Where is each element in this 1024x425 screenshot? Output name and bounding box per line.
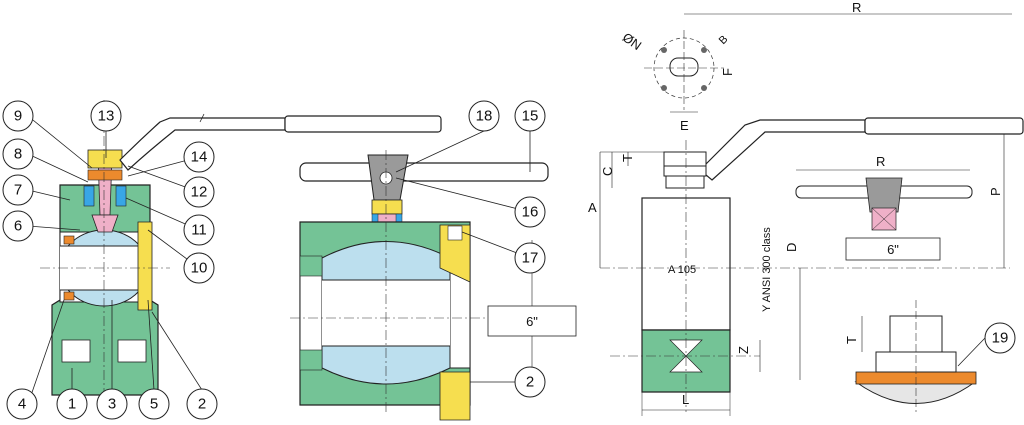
middle-size-label: 6" <box>526 314 538 329</box>
svg-text:10: 10 <box>191 260 208 277</box>
left-end-connector <box>137 221 153 311</box>
dim-C: C <box>600 167 615 176</box>
callout-12: 12 <box>183 176 215 208</box>
middle-size-box <box>487 305 577 337</box>
svg-text:16: 16 <box>522 204 539 221</box>
dim-B: B <box>717 33 731 47</box>
svg-text:8: 8 <box>14 146 22 163</box>
svg-text:17: 17 <box>522 250 539 267</box>
dim-T-left: T <box>620 154 635 162</box>
dim-T-bottom: T <box>844 336 859 344</box>
svg-text:19: 19 <box>992 330 1009 347</box>
dim-R-mid: R <box>876 154 885 169</box>
dim-D: D <box>784 243 799 252</box>
right-size-box <box>845 237 941 261</box>
svg-text:6: 6 <box>14 218 22 235</box>
callout-2-middle: 2 <box>514 366 546 398</box>
svg-text:7: 7 <box>14 182 22 199</box>
callout-14: 14 <box>183 141 215 173</box>
body-mark: A 105 <box>668 264 696 276</box>
left-nut <box>87 149 123 169</box>
right-handle-lever <box>699 119 866 181</box>
leader-lines <box>27 113 986 405</box>
right-exterior-view: ØN B F E R A 105 A C T Y ANSI 300 class … <box>588 0 1024 416</box>
left-seat-bottom <box>63 291 75 301</box>
middle-t-handle <box>299 162 549 182</box>
svg-text:12: 12 <box>191 184 208 201</box>
middle-section-view: 6" <box>290 150 577 421</box>
callout-17: 17 <box>514 242 546 274</box>
svg-text:5: 5 <box>150 396 158 413</box>
dim-N: ØN <box>620 30 645 53</box>
svg-text:2: 2 <box>526 374 534 391</box>
callout-10: 10 <box>183 252 215 284</box>
callout-4: 4 <box>6 388 38 420</box>
dim-A: A <box>588 200 597 215</box>
svg-text:9: 9 <box>14 108 22 125</box>
svg-text:3: 3 <box>108 396 116 413</box>
callout-16: 16 <box>514 196 546 228</box>
dim-E: E <box>680 118 689 133</box>
dim-Z: Z <box>736 346 751 354</box>
dim-R-top: R <box>852 0 861 15</box>
callout-bubbles: 9 8 7 6 13 14 12 11 10 4 1 3 5 2 18 15 1… <box>2 100 1016 420</box>
svg-text:2: 2 <box>198 396 206 413</box>
svg-text:15: 15 <box>522 108 539 125</box>
callout-2: 2 <box>186 388 218 420</box>
side-mark: Y ANSI 300 class <box>761 227 773 312</box>
callout-8: 8 <box>2 138 34 170</box>
callout-3: 3 <box>96 388 128 420</box>
callout-19: 19 <box>984 322 1016 354</box>
callout-11: 11 <box>183 214 215 246</box>
callout-1: 1 <box>56 388 88 420</box>
svg-text:14: 14 <box>191 149 208 166</box>
svg-text:18: 18 <box>476 108 493 125</box>
callout-13: 13 <box>90 100 122 132</box>
left-gland <box>83 185 95 207</box>
dim-P: P <box>988 187 1003 196</box>
callout-6: 6 <box>2 210 34 242</box>
callout-9: 9 <box>2 100 34 132</box>
right-size-label: 6" <box>887 242 899 257</box>
dim-L: L <box>682 392 689 407</box>
callout-7: 7 <box>2 174 34 206</box>
svg-text:11: 11 <box>191 222 207 239</box>
callout-18: 18 <box>468 100 500 132</box>
right-handle-grip <box>864 117 1024 135</box>
svg-text:4: 4 <box>18 396 26 413</box>
callout-5: 5 <box>138 388 170 420</box>
left-seat-top <box>63 235 75 245</box>
left-section-view <box>40 100 442 400</box>
svg-text:13: 13 <box>98 108 115 125</box>
svg-text:1: 1 <box>68 396 76 413</box>
left-handle-grip <box>284 115 442 133</box>
dim-F: F <box>720 68 735 76</box>
callout-15: 15 <box>514 100 546 132</box>
